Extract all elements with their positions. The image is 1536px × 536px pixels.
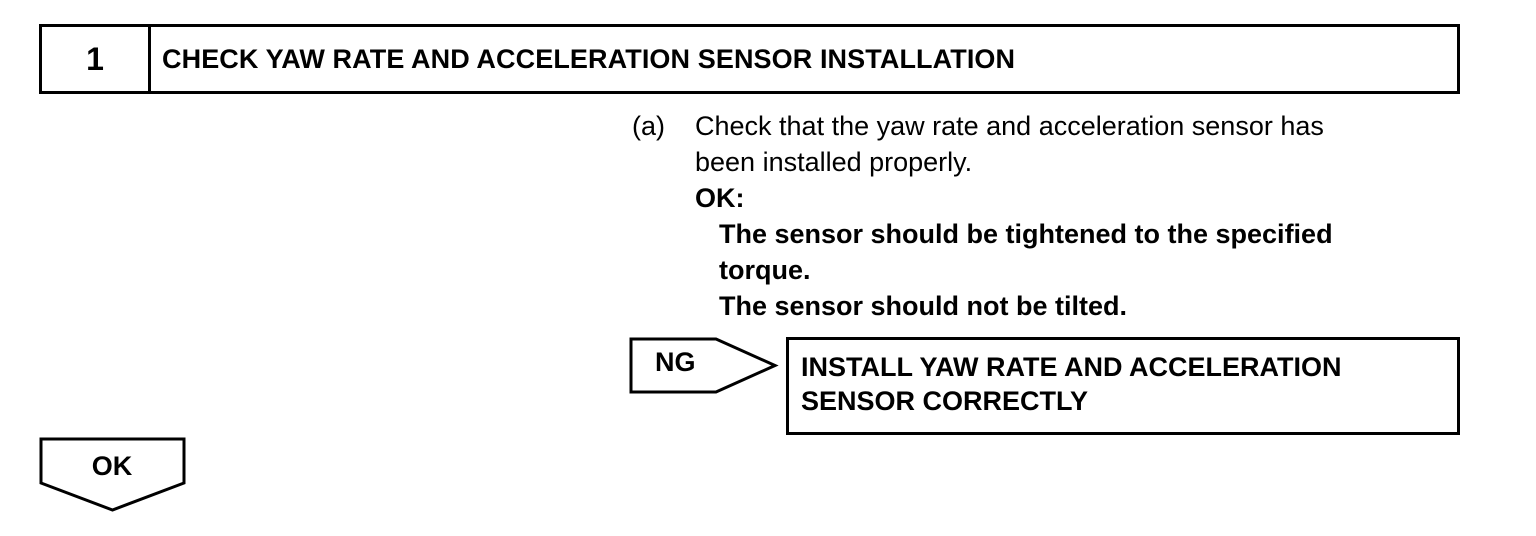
ng-action-line2: SENSOR CORRECTLY — [801, 386, 1089, 416]
ok-criteria-label: OK: — [695, 183, 745, 213]
ng-arrow: NG — [629, 337, 779, 394]
ng-action-line1: INSTALL YAW RATE AND ACCELERATION — [801, 352, 1342, 382]
step-header: 1 CHECK YAW RATE AND ACCELERATION SENSOR… — [39, 24, 1460, 94]
instruction-marker: (a) — [632, 111, 665, 141]
instruction-body: Check that the yaw rate and acceleration… — [695, 108, 1455, 324]
spec-line1: The sensor should be tightened to the sp… — [719, 219, 1333, 249]
ng-action-box: INSTALL YAW RATE AND ACCELERATION SENSOR… — [786, 337, 1460, 435]
spec-line3: The sensor should not be tilted. — [719, 291, 1128, 321]
spec-line2: torque. — [719, 255, 811, 285]
ok-arrow: OK — [39, 437, 187, 513]
ok-label: OK — [91, 451, 133, 481]
instruction-text-line1: Check that the yaw rate and acceleration… — [695, 111, 1324, 141]
instruction-text-line2: been installed properly. — [695, 147, 973, 177]
ng-arrow-shape — [629, 337, 779, 394]
ng-label: NG — [655, 347, 696, 377]
step-title: CHECK YAW RATE AND ACCELERATION SENSOR I… — [162, 43, 1016, 74]
ok-arrow-shape — [39, 437, 186, 512]
step-number: 1 — [42, 27, 151, 91]
